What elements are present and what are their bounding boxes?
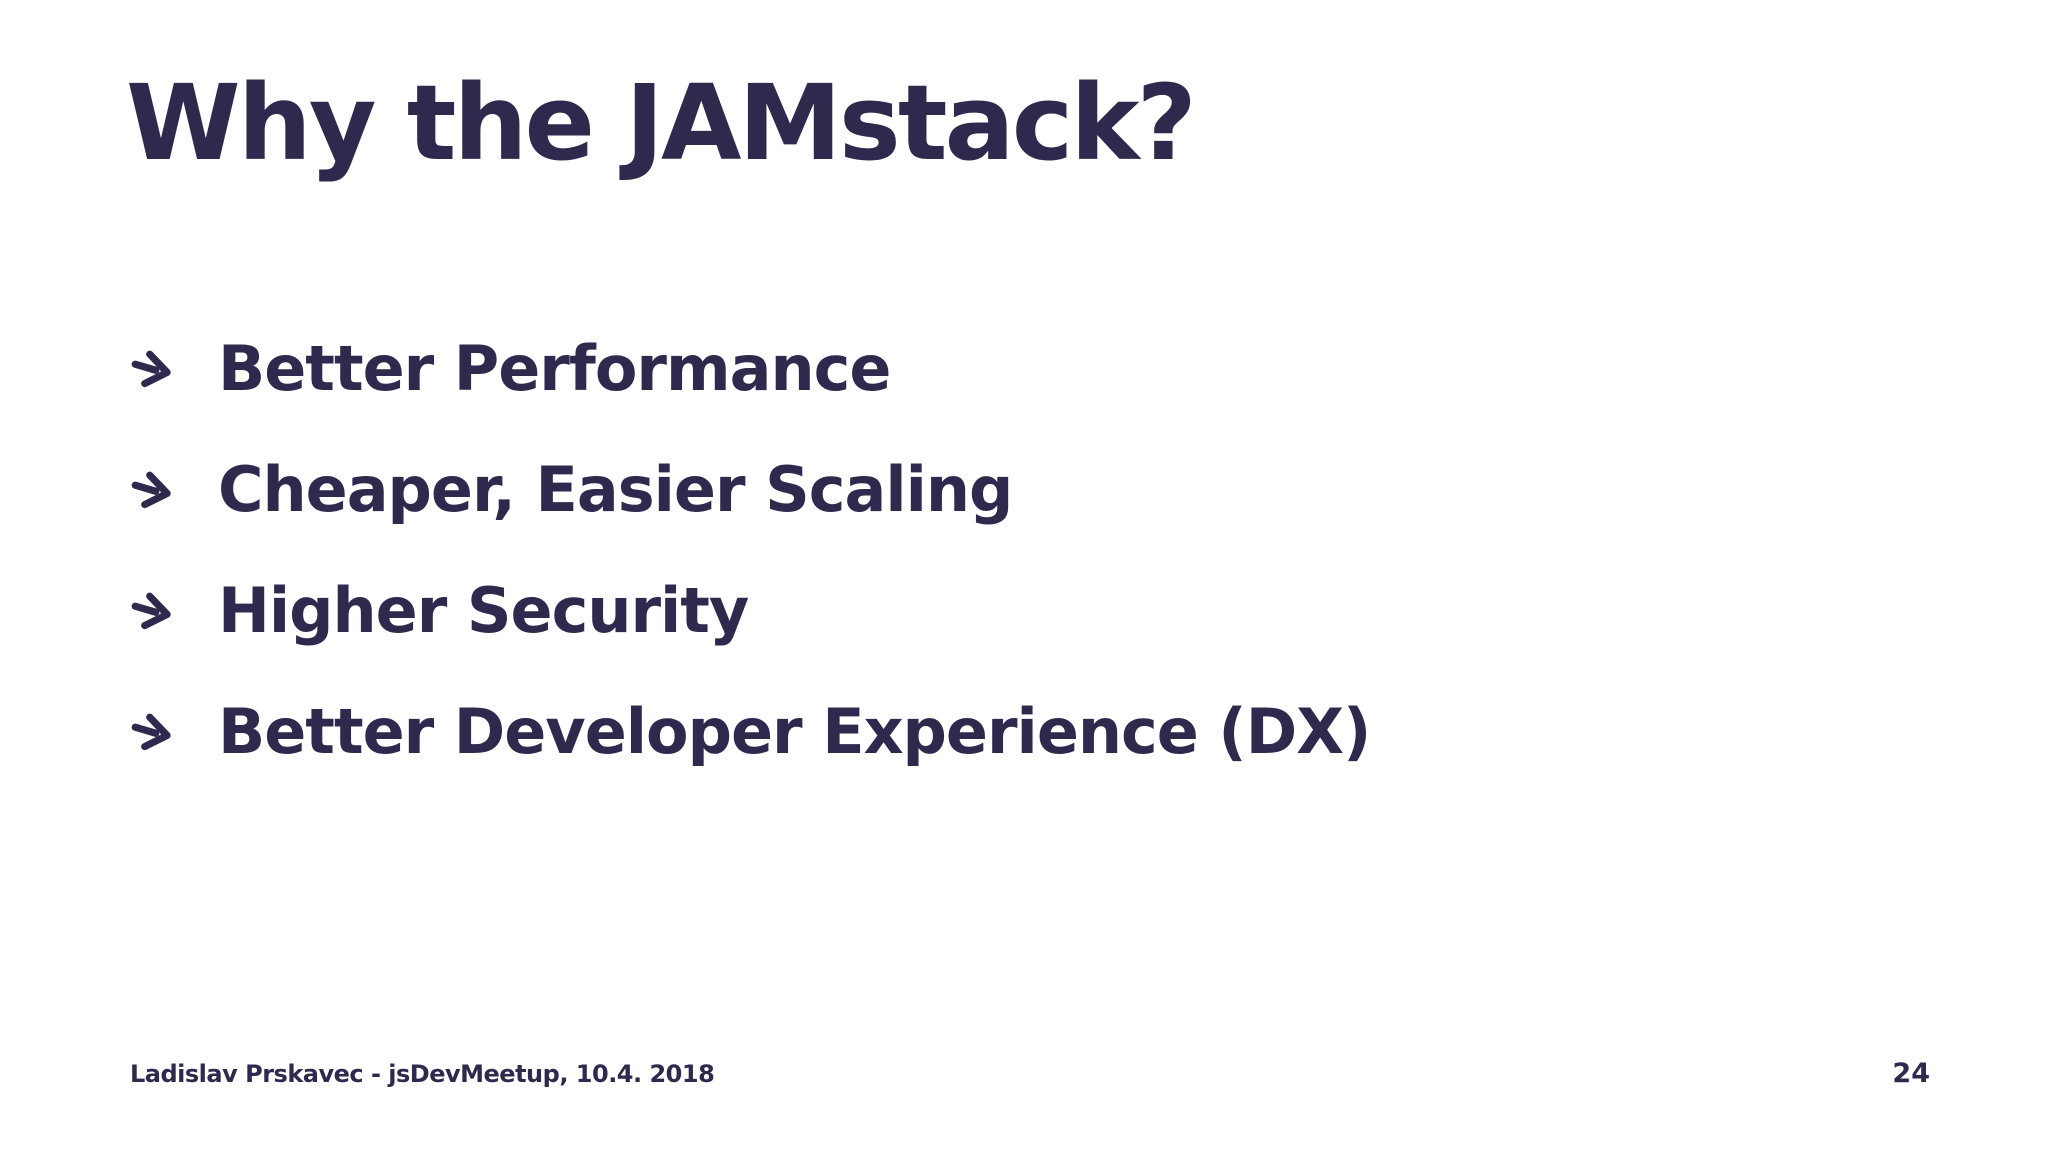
bullet-label: Higher Security <box>218 574 749 647</box>
arrow-right-icon <box>130 709 176 755</box>
bullet-list: Better Performance Cheaper, Easier Scali… <box>130 308 1371 792</box>
page-number: 24 <box>1892 1058 1930 1089</box>
bullet-item: Better Performance <box>130 308 1370 429</box>
arrow-right-icon <box>130 467 176 513</box>
bullet-item: Cheaper, Easier Scaling <box>130 429 1370 550</box>
bullet-label: Better Developer Experience (DX) <box>218 695 1371 768</box>
bullet-label: Better Performance <box>218 332 891 405</box>
arrow-right-icon <box>130 588 176 634</box>
bullet-item: Higher Security <box>130 550 1370 671</box>
bullet-item: Better Developer Experience (DX) <box>130 671 1371 792</box>
footer-credit: Ladislav Prskavec - jsDevMeetup, 10.4. 2… <box>130 1060 715 1088</box>
arrow-right-icon <box>130 346 176 392</box>
slide-title: Why the JAMstack? <box>126 62 1197 184</box>
bullet-label: Cheaper, Easier Scaling <box>218 453 1013 526</box>
